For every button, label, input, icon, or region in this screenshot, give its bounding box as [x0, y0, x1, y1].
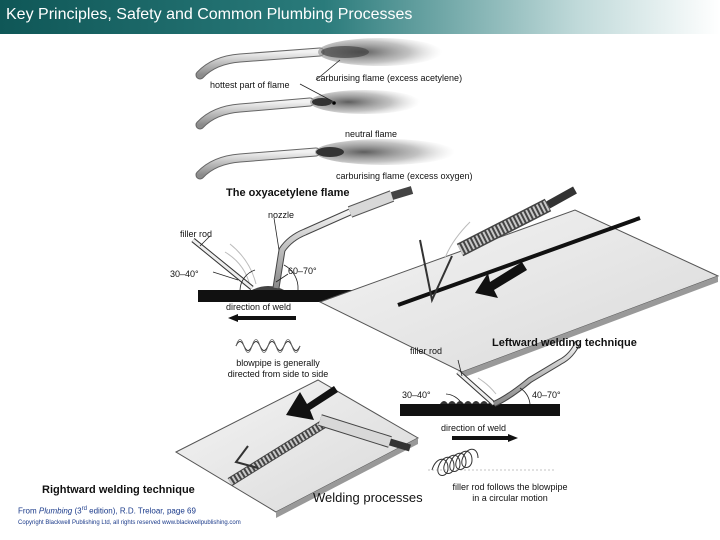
label-carburising-acetylene: carburising flame (excess acetylene): [316, 73, 463, 83]
label-direction-left: direction of weld: [226, 302, 292, 312]
hottest-point-marker: [332, 101, 336, 105]
direction-arrow-right: [452, 434, 518, 442]
label-filler-rod-right: filler rod: [410, 346, 443, 356]
label-hottest-part: hottest part of flame: [210, 80, 290, 90]
label-side-to-side: blowpipe is generally directed from side…: [227, 358, 329, 379]
label-filler-rod-left: filler rod: [180, 229, 213, 239]
circular-motion-swirl: [428, 448, 554, 476]
flame-carburising-acetylene: [195, 38, 442, 80]
flame-neutral: [195, 90, 420, 130]
label-direction-right: direction of weld: [441, 423, 507, 433]
caption-oxyacetylene-flame: The oxyacetylene flame: [226, 187, 350, 199]
side-to-side-swirl: [235, 339, 301, 353]
label-circular-motion: filler rod follows the blowpipe in a cir…: [452, 482, 568, 503]
caption-leftward-technique: Leftward welding technique: [492, 337, 637, 349]
flame-oxidising: [195, 139, 455, 180]
label-angle-rod-left: 30–40°: [170, 269, 199, 279]
leftward-cross-section: [191, 186, 414, 322]
label-angle-rod-right: 30–40°: [402, 390, 431, 400]
leftward-plate: [318, 186, 720, 378]
label-carburising-oxygen: carburising flame (excess oxygen): [336, 171, 473, 181]
label-angle-nozzle-right: 40–70°: [532, 390, 561, 400]
label-nozzle: nozzle: [268, 210, 295, 220]
leftward-direction-arrow: [475, 262, 527, 298]
rightward-cross-section: [400, 340, 581, 442]
caption-rightward-technique: Rightward welding technique: [42, 484, 195, 496]
direction-arrow-left: [228, 314, 296, 322]
label-neutral-flame: neutral flame: [345, 129, 398, 139]
label-angle-nozzle-left: 60–70°: [288, 266, 317, 276]
main-caption-welding-processes: Welding processes: [313, 490, 423, 505]
rightward-direction-arrow: [286, 386, 338, 420]
slide-title: Key Principles, Safety and Common Plumbi…: [6, 6, 413, 23]
source-citation: From Plumbing (3rd edition), R.D. Treloa…: [18, 506, 196, 516]
copyright-notice: Copyright Blackwell Publishing Ltd, all …: [18, 520, 241, 526]
title-bar: Key Principles, Safety and Common Plumbi…: [0, 0, 720, 34]
rightward-plate: [174, 379, 420, 518]
